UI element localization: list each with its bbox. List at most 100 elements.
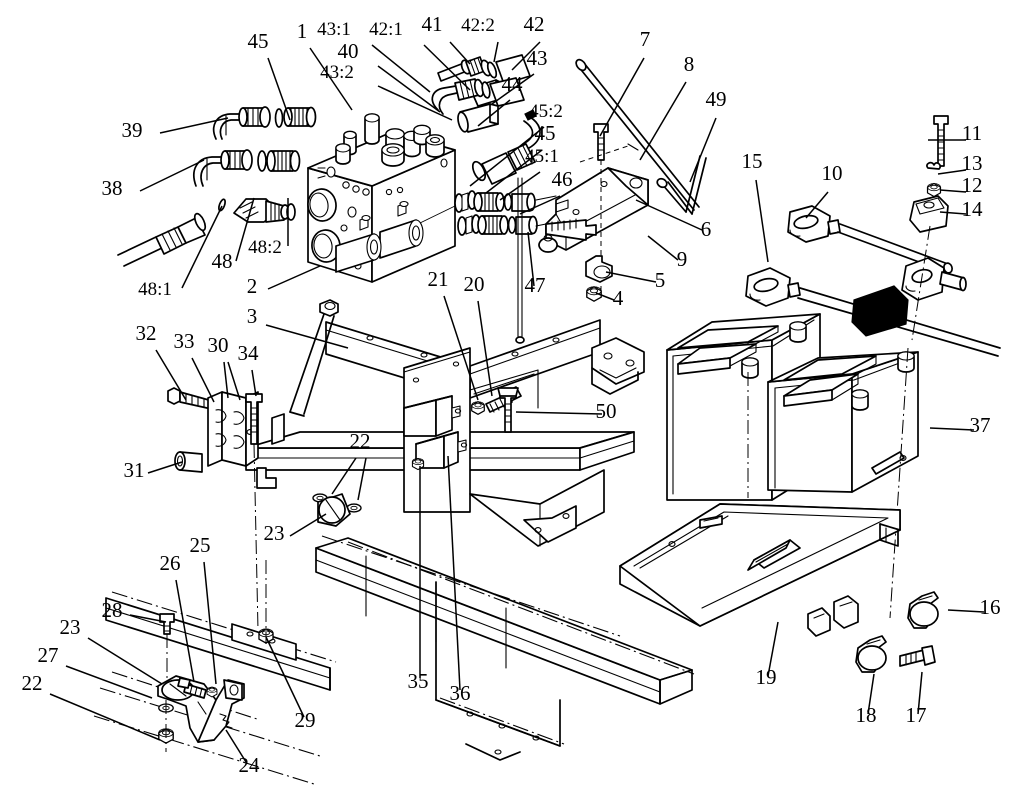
valve-cartridges: [335, 200, 424, 273]
leader-line-13: [937, 169, 967, 175]
leader-line-c30b: [227, 361, 241, 401]
callout-9: 9: [677, 247, 688, 271]
callout-3: 3: [247, 304, 258, 328]
leader-line-18: [867, 673, 875, 715]
leader-line-46: [519, 195, 561, 215]
leader-line-5: [605, 271, 657, 283]
leader-line-48:1: [181, 205, 223, 289]
callout-37: 37: [970, 413, 991, 437]
leader-line-36: [447, 455, 461, 691]
leader-line-15: [755, 179, 769, 263]
callout-49: 49: [706, 87, 727, 111]
callout-42: 42: [524, 12, 545, 36]
leader-line-26: [175, 579, 195, 683]
callout-23: 23: [264, 521, 285, 545]
leader-line-3: [265, 324, 349, 349]
frame-assembly: [93, 299, 695, 785]
callout-36: 36: [450, 681, 471, 705]
leader-line-48: [235, 197, 255, 262]
leader-line-9: [647, 235, 679, 261]
leader-line-41: [449, 41, 471, 65]
callout-27: 27: [38, 643, 59, 667]
callout-10: 10: [822, 161, 843, 185]
leader-line-6: [635, 199, 703, 231]
callout-43: 43: [527, 46, 548, 70]
callout-33: 33: [174, 329, 195, 353]
leader-line-8: [639, 81, 687, 161]
callout-46: 46: [552, 167, 573, 191]
hose-clamp-22-23: [312, 493, 362, 527]
callout-47: 47: [525, 273, 546, 297]
leader-line-43:1: [371, 44, 431, 93]
callout-45-2: 45:2: [529, 101, 563, 122]
callout-5: 5: [655, 268, 666, 292]
callout-45: 45: [535, 121, 556, 145]
leader-line-17: [917, 671, 923, 715]
callout-50: 50: [596, 399, 617, 423]
callout-44: 44: [502, 72, 524, 96]
leader-line-45:2: [469, 126, 545, 187]
callout-4: 4: [613, 286, 624, 310]
leader-line-c22c: [357, 457, 367, 501]
callout-45-1: 45:1: [525, 146, 559, 167]
callout-31: 31: [124, 458, 145, 482]
leader-line-45: [485, 149, 543, 194]
leader-line-37: [929, 427, 975, 431]
leader-line-4: [595, 292, 615, 301]
leader-line-23: [87, 637, 163, 685]
callout-17: 17: [906, 703, 927, 727]
leader-line-20: [477, 300, 493, 397]
manifold-block-assembly: [307, 113, 456, 283]
callout-26: 26: [160, 551, 181, 575]
leader-line-39: [159, 117, 229, 134]
leader-line-49: [689, 117, 717, 183]
callout-2: 2: [247, 274, 258, 298]
callout-19: 19: [756, 665, 777, 689]
leader-line-7: [599, 57, 645, 137]
top-fittings: [431, 54, 541, 185]
leader-line-42: [511, 41, 541, 71]
callout-38: 38: [102, 176, 123, 200]
callout-15: 15: [742, 149, 763, 173]
callout-6: 6: [701, 217, 712, 241]
callout-41: 41: [422, 12, 443, 36]
callout-42-1: 42:1: [369, 19, 403, 40]
callout-16: 16: [980, 595, 1001, 619]
callout-14: 14: [962, 197, 984, 221]
callout-48-1: 48:1: [138, 279, 172, 300]
leader-line-22: [331, 457, 357, 495]
callout-29: 29: [295, 708, 316, 732]
callout-7: 7: [640, 27, 651, 51]
leader-line-16: [947, 609, 985, 613]
right-fitting-row: [454, 190, 557, 236]
callout-20: 20: [464, 272, 485, 296]
linkage-assembly: [745, 115, 1001, 357]
leader-line-44: [477, 99, 511, 127]
callout-22: 22: [350, 429, 371, 453]
leader-line-27: [65, 665, 153, 699]
callout-39: 39: [122, 118, 143, 142]
leader-line-2: [267, 265, 321, 290]
battery-assembly: [666, 313, 919, 619]
leader-line-34: [251, 369, 257, 397]
leader-line-29: [265, 636, 305, 718]
callout-22: 22: [22, 671, 43, 695]
callout-21: 21: [428, 267, 449, 291]
leader-line-21: [443, 295, 479, 401]
leader-line-43:2: [377, 85, 453, 121]
leader-line-10: [805, 191, 829, 219]
leader-line-45:1: [499, 171, 541, 201]
leader-line-19: [767, 621, 779, 677]
bolts-20-21-50: [471, 177, 525, 433]
lower-clamp-assembly: [157, 560, 274, 752]
leader-line-30: [223, 361, 229, 399]
leader-line-24: [225, 729, 247, 763]
bracket-6-assembly: [538, 58, 707, 302]
callout-48: 48: [212, 249, 233, 273]
leader-line-50: [515, 411, 603, 415]
callout-25: 25: [190, 533, 211, 557]
battery-tray-assembly: [619, 503, 939, 673]
